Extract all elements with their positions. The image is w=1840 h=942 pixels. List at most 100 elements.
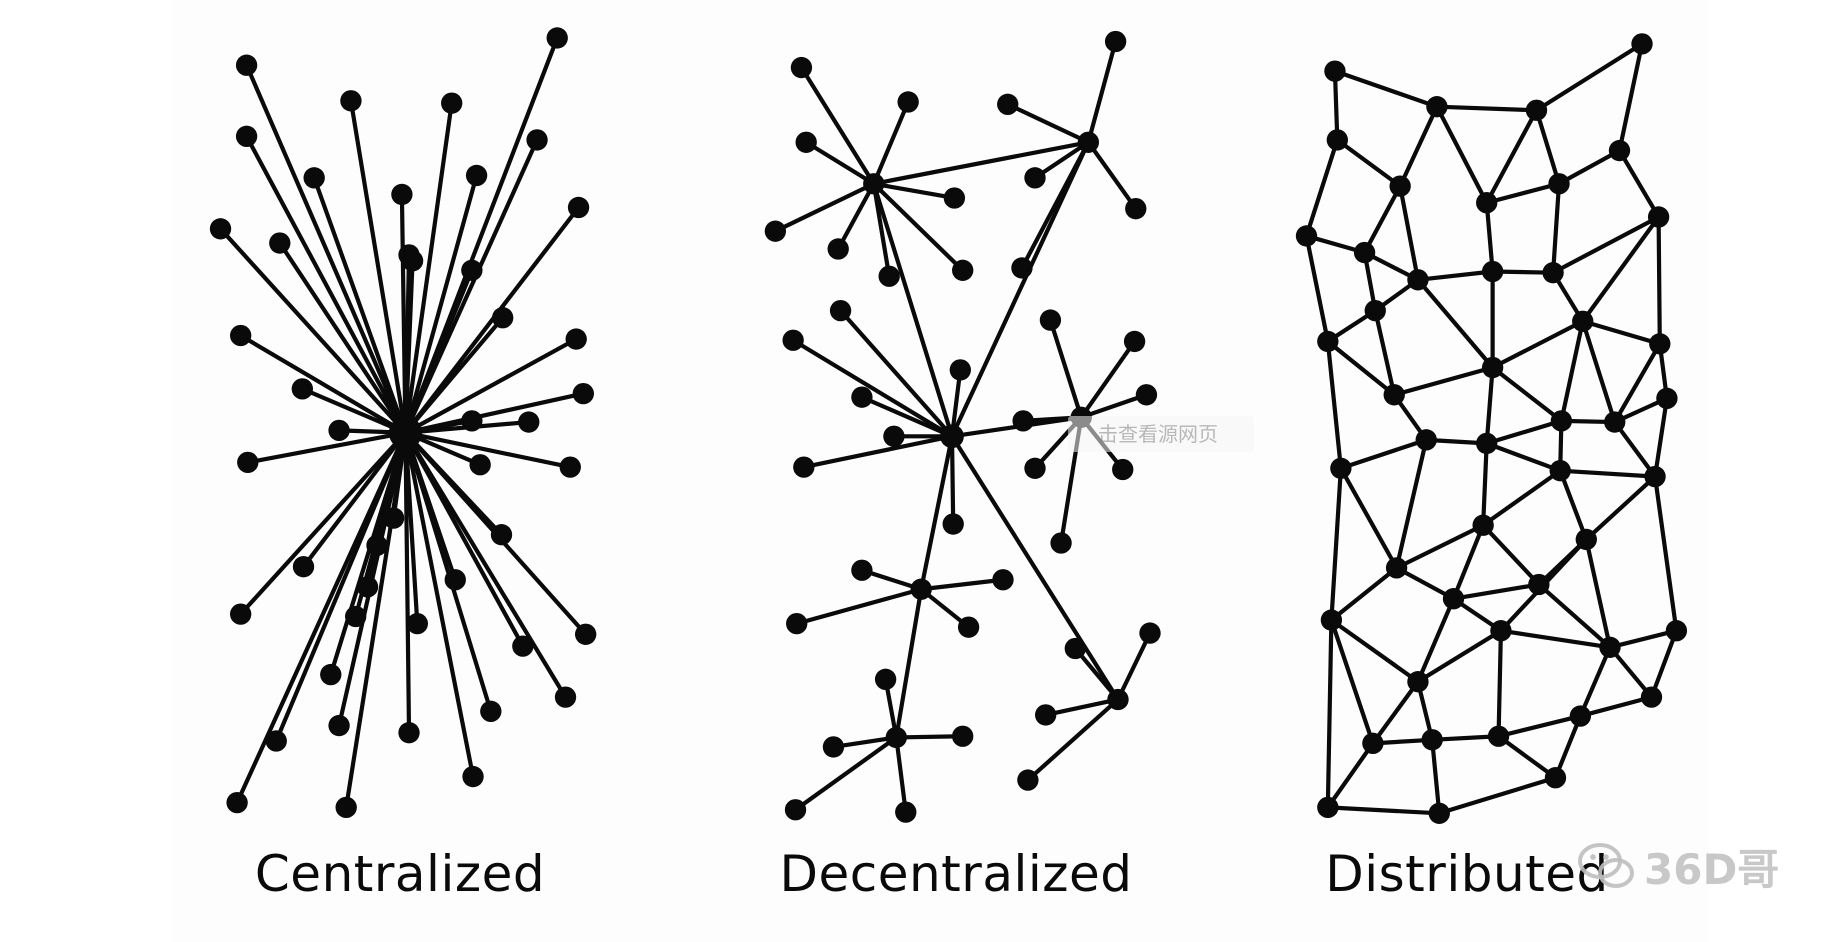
distributed-edge bbox=[1332, 69, 1440, 109]
decentralized-node bbox=[851, 386, 873, 408]
decentralized-node bbox=[952, 259, 974, 281]
decentralized-node bbox=[1077, 131, 1100, 153]
distributed-edge bbox=[1451, 582, 1541, 601]
decentralized-edge bbox=[801, 434, 955, 470]
centralized-edge bbox=[403, 268, 474, 435]
distributed-node bbox=[1320, 609, 1343, 631]
decentralized-node bbox=[764, 220, 787, 242]
centralized-node bbox=[518, 411, 540, 433]
centralized-edge bbox=[403, 205, 581, 435]
distributed-edge bbox=[1584, 474, 1658, 542]
centralized-edge bbox=[403, 315, 505, 435]
centralized-node bbox=[345, 605, 367, 628]
centralized-edge bbox=[238, 430, 408, 617]
centralized-node bbox=[356, 576, 379, 598]
decentralized-node bbox=[1024, 457, 1046, 479]
distributed-node bbox=[1608, 139, 1631, 162]
distributed-node bbox=[1631, 33, 1653, 55]
decentralized-edge bbox=[859, 395, 955, 439]
distributed-edge bbox=[1652, 474, 1679, 633]
decentralized-edge bbox=[1115, 630, 1153, 702]
centralized-node bbox=[335, 796, 357, 819]
distributed-node bbox=[1656, 387, 1678, 410]
distributed-edge bbox=[1559, 319, 1585, 423]
decentralized-node bbox=[883, 425, 905, 447]
distributed-edge bbox=[1490, 365, 1564, 423]
decentralized-edge bbox=[949, 140, 1091, 439]
decentralized-node bbox=[790, 56, 813, 79]
distributed-edge bbox=[1484, 108, 1539, 205]
distributed-node bbox=[1575, 528, 1597, 551]
distributed-edge bbox=[1398, 184, 1421, 282]
distributed-edge bbox=[1415, 628, 1504, 684]
centralized-node bbox=[291, 378, 313, 400]
distributed-edge bbox=[1392, 365, 1495, 397]
distributed-edge bbox=[1329, 617, 1421, 684]
distributed-node bbox=[1549, 460, 1571, 482]
distributed-edge bbox=[1556, 148, 1622, 186]
distributed-edge bbox=[1649, 628, 1679, 700]
distributed-node bbox=[1490, 620, 1512, 642]
distributed-node bbox=[1572, 310, 1594, 332]
centralized-edge bbox=[245, 430, 408, 465]
distributed-edge bbox=[1617, 41, 1645, 153]
distributed-node bbox=[1389, 175, 1411, 197]
distributed-node bbox=[1548, 173, 1570, 195]
decentralized-edge bbox=[871, 181, 965, 273]
decentralized-node bbox=[952, 725, 974, 747]
distributed-edge bbox=[1325, 805, 1442, 816]
distributed-edge bbox=[1398, 104, 1440, 189]
watermark-text: 36D哥 bbox=[1644, 844, 1780, 894]
distributed-edge bbox=[1580, 319, 1617, 425]
centralized-node bbox=[237, 451, 259, 474]
centralized-edge bbox=[301, 430, 408, 569]
decentralized-node bbox=[786, 612, 808, 635]
centralized-edge bbox=[403, 336, 579, 435]
decentralized-node bbox=[895, 801, 917, 823]
distributed-node bbox=[1644, 465, 1666, 488]
decentralized-node bbox=[910, 578, 932, 600]
decentralized-edge bbox=[1048, 318, 1084, 420]
distributed-edge bbox=[1434, 104, 1539, 113]
distributed-edge bbox=[1370, 679, 1421, 746]
centralized-node bbox=[406, 612, 428, 635]
decentralized-edge bbox=[871, 99, 911, 186]
centralized-node bbox=[328, 714, 350, 737]
distributed-node bbox=[1476, 192, 1498, 214]
distributed-edge bbox=[1394, 437, 1429, 570]
decentralized-node bbox=[1011, 257, 1033, 279]
distributed-node bbox=[1525, 99, 1548, 121]
distributed-edge bbox=[1578, 645, 1613, 719]
decentralized-edge bbox=[1086, 39, 1118, 145]
centralized-network bbox=[209, 27, 597, 819]
distributed-node bbox=[1649, 333, 1671, 355]
centralized-node bbox=[572, 382, 594, 405]
distributed-node bbox=[1604, 411, 1626, 433]
distributed-edge bbox=[1415, 596, 1456, 684]
decentralized-node bbox=[795, 131, 817, 153]
distributed-edge bbox=[1329, 565, 1399, 623]
view-source-label[interactable]: 击查看源网页 bbox=[1068, 416, 1254, 452]
decentralized-node bbox=[1017, 769, 1039, 791]
distributed-edge bbox=[1325, 617, 1334, 810]
distributed-node bbox=[1295, 225, 1318, 247]
decentralized-edge bbox=[1032, 140, 1091, 180]
centralized-node bbox=[230, 324, 252, 347]
distributed-node bbox=[1317, 330, 1339, 353]
decentralized-node bbox=[851, 559, 873, 581]
distributed-edge bbox=[1415, 269, 1495, 282]
distributed-edge bbox=[1484, 181, 1562, 205]
decentralized-edge bbox=[799, 65, 876, 186]
decentralized-node bbox=[1139, 622, 1161, 644]
centralized-node bbox=[490, 524, 513, 546]
distributed-node bbox=[1442, 588, 1465, 610]
decentralized-node bbox=[897, 91, 919, 113]
decentralized-edge bbox=[838, 308, 955, 439]
centralized-node bbox=[303, 167, 325, 189]
distributed-edge bbox=[1332, 69, 1340, 142]
distributed-edge bbox=[1484, 200, 1495, 274]
distributed-node bbox=[1421, 729, 1443, 751]
distributed-edge bbox=[1578, 695, 1654, 719]
distributed-edge bbox=[1325, 339, 1397, 397]
centralized-edge bbox=[244, 134, 408, 435]
